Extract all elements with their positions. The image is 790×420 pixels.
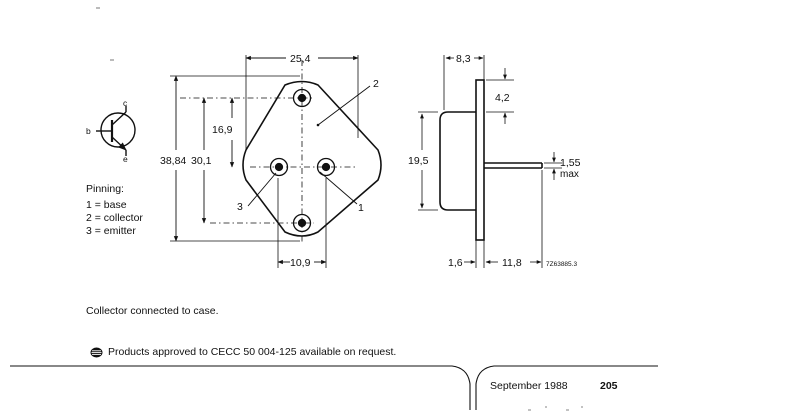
footer-rules [10, 365, 658, 410]
transistor-symbol-icon [96, 106, 136, 156]
symbol-label-e: e [123, 154, 128, 164]
bottom-specks [528, 406, 583, 411]
footer-date: September 1988 [490, 380, 568, 392]
dim-side-width: 8,3 [456, 53, 471, 65]
side-view-outline [439, 79, 543, 241]
pinning-title: Pinning: [86, 183, 124, 195]
extension-lines [170, 55, 359, 268]
dim-half-height: 16,9 [212, 124, 233, 136]
center-lines [180, 60, 356, 242]
cecc-mark-icon [90, 347, 103, 357]
pinning-item-collector: 2 = collector [86, 212, 143, 224]
cecc-note: Products approved to CECC 50 004-125 ava… [90, 346, 396, 358]
dim-pin-spacing: 10,9 [290, 257, 311, 269]
mounting-holes [269, 88, 336, 233]
to3-package-outline [242, 80, 382, 237]
symbol-label-c: c [123, 98, 128, 108]
dim-height-total: 38,84 [160, 155, 186, 167]
dim-pin-dia: 1,55 [560, 157, 581, 169]
dim-flange: 4,2 [495, 92, 510, 104]
cecc-note-text: Products approved to CECC 50 004-125 ava… [108, 346, 397, 358]
pin-label-3: 3 [237, 201, 243, 213]
symbol-label-b: b [86, 126, 91, 136]
dim-flange-thk: 1,6 [448, 257, 463, 269]
pin-label-1: 1 [358, 202, 364, 214]
pin-label-2: 2 [373, 78, 379, 90]
dim-body-height: 19,5 [408, 155, 429, 167]
collector-note: Collector connected to case. [86, 305, 219, 317]
page-number: 205 [600, 380, 618, 392]
dim-pin-dia-note: max [560, 169, 579, 180]
drawing-code: 7Z63885.3 [546, 261, 577, 268]
pinning-item-emitter: 3 = emitter [86, 225, 136, 237]
side-view-dimensions [418, 55, 562, 268]
dim-hole-spacing: 30,1 [191, 155, 212, 167]
pinning-item-base: 1 = base [86, 199, 127, 211]
dim-width: 25,4 [290, 53, 311, 65]
dimension-lines [173, 55, 371, 265]
dim-pin-length: 11,8 [502, 257, 522, 269]
